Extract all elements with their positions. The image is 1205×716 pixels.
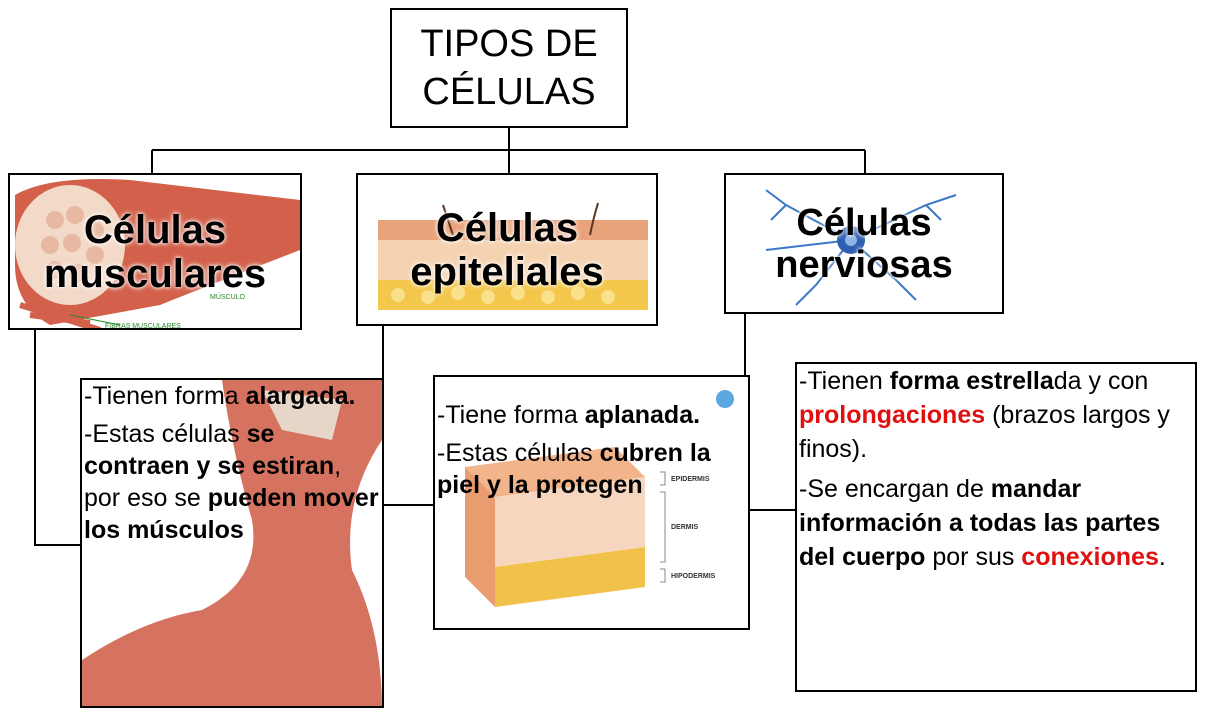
nerviosa-connector: [744, 314, 795, 511]
muscular-description-text: -Tienen forma alargada. -Estas células s…: [84, 382, 379, 544]
neuron-illustration: [765, 189, 957, 306]
title-line2: CÉLULAS: [422, 71, 596, 113]
skin-section-illustration: EPIDERMIS DERMIS HIPODERMIS: [465, 390, 734, 607]
arm-muscles-illustration: [82, 380, 382, 706]
nerviosa-description-box: -Tienen forma estrellada y con prolongac…: [795, 362, 1197, 692]
muscle-fiber-illustration: FIBRAS MUSCULARES MÚSCULO: [15, 179, 300, 330]
category-label-nerviosas: Células nerviosas: [775, 201, 953, 286]
title-line1: TIPOS DE: [420, 23, 598, 65]
category-label-epiteliales: Células epiteliales: [410, 205, 604, 294]
layer-label-dermis: DERMIS: [671, 524, 699, 531]
brain-icon: [716, 390, 734, 408]
layer-label-epidermis: EPIDERMIS: [671, 476, 710, 483]
muscular-connector: [34, 330, 80, 546]
layer-label-hipodermis: HIPODERMIS: [671, 573, 716, 580]
epitelial-connector: [382, 326, 433, 506]
top-connector: [151, 128, 866, 173]
category-epiteliales: Células epiteliales: [356, 173, 658, 326]
skin-layer-illustration: [378, 202, 648, 310]
title-box: TIPOS DE CÉLULAS: [390, 8, 628, 128]
category-label-musculares: Células musculares: [43, 207, 267, 296]
category-nerviosas: Células nerviosas: [724, 173, 1004, 314]
muscle-caption-2: MÚSCULO: [210, 292, 246, 301]
epitelial-description-text: -Tiene forma aplanada. -Estas células cu…: [437, 401, 711, 499]
muscle-caption: FIBRAS MUSCULARES: [105, 323, 181, 330]
category-musculares: FIBRAS MUSCULARES MÚSCULO Células muscul…: [8, 173, 302, 330]
epitelial-description-box: EPIDERMIS DERMIS HIPODERMIS -Tiene forma…: [433, 375, 750, 630]
muscular-description-box: -Tienen forma alargada. -Estas células s…: [80, 378, 384, 708]
nerviosa-description-text: -Tienen forma estrellada y con prolongac…: [799, 367, 1170, 571]
